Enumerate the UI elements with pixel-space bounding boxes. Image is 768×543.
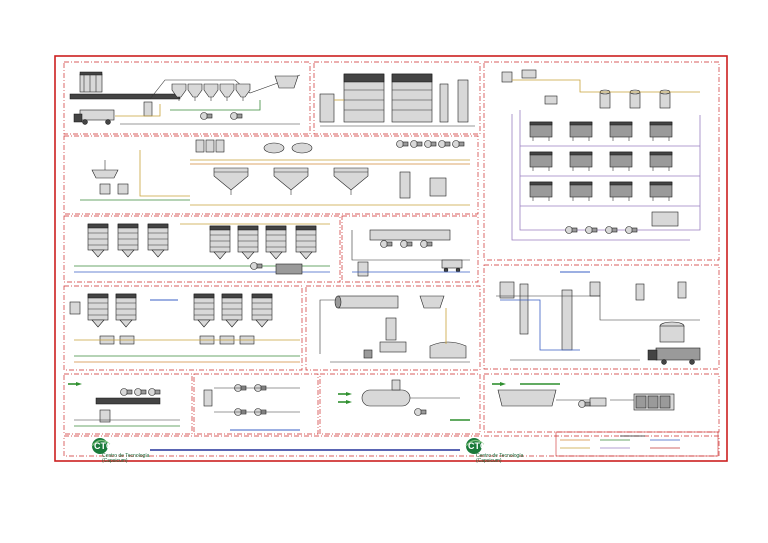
logo-right-line1: Centro de Tecnología <box>476 453 524 459</box>
distillation-section <box>496 271 701 365</box>
logo-right-line2: (Capsicum) <box>476 458 502 464</box>
drawing-frame <box>54 55 728 462</box>
extraction-section <box>80 139 470 206</box>
intake-conveyor-section <box>69 71 301 125</box>
logo-left-line1: Centro de Tecnología <box>102 453 150 459</box>
dryer-section <box>319 73 475 127</box>
kiln-packaging-section <box>319 295 470 363</box>
milling-section <box>69 293 300 363</box>
logo-right-mark: CTC <box>468 441 487 451</box>
section-borders <box>63 61 720 457</box>
filtration-section <box>351 229 470 277</box>
bottom-right-section <box>491 381 675 411</box>
logo-left-mark: CTC <box>94 441 113 451</box>
logo-right: CTC Centro de Tecnología (Capsicum) <box>465 438 524 464</box>
bottom-pump-section <box>203 384 300 431</box>
bottom-left-section <box>67 381 180 427</box>
logo-left-line2: (Capsicum) <box>102 458 128 464</box>
logo-left: CTC Centro de Tecnología (Capsicum) <box>91 438 150 464</box>
tower-section <box>74 223 330 275</box>
bottom-exchanger-section <box>337 379 470 421</box>
title-block <box>555 431 719 457</box>
storage-tank-section <box>501 69 701 241</box>
